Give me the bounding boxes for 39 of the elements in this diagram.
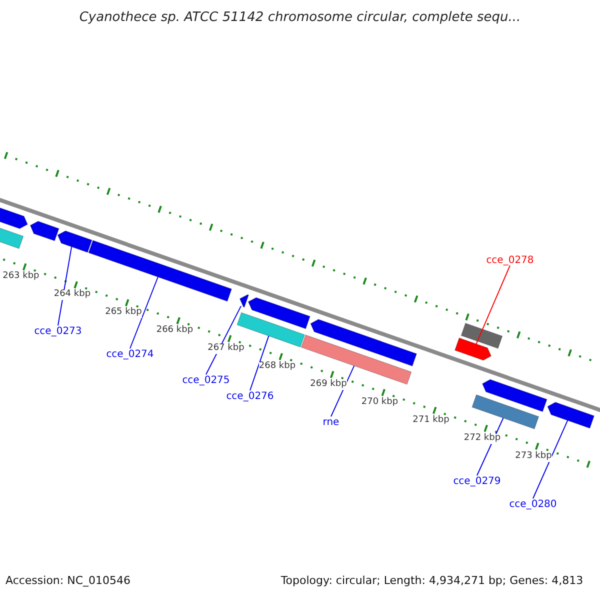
scale-label: 266 kbp [156,326,194,336]
gene-label: cce_0279 [453,476,501,486]
gene-feature [30,220,60,242]
gene-label: rne [322,416,340,428]
scale-label: 264 kbp [54,290,91,300]
scale-label: 273 kbp [515,452,552,462]
scale-label: 267 kbp [208,344,244,354]
accession-text: Accession: NC_010546 [5,574,131,588]
gene-feature [57,230,92,253]
scale-label: 263 kbp [2,272,40,282]
gene-label: cce_0278 [486,254,534,266]
gene-feature [454,338,492,361]
leader-line [330,365,355,417]
leader-line [130,276,158,349]
scale-label: 270 kbp [361,398,398,408]
gene-block [472,394,540,430]
leader-line [250,335,270,391]
scale-label: 269 kbp [310,380,347,390]
leader-line [58,246,72,326]
gene-label: cce_0275 [182,374,230,386]
scale-label: 272 kbp [464,434,501,444]
genome-stats-text: Topology: circular; Length: 4,934,271 bp; Genes: 4,813 [280,574,584,588]
scale-label: 268 kbp [258,362,296,372]
gene-label: cce_0276 [226,390,274,402]
scale-label: 265 kbp [105,308,142,318]
title: Cyanothece sp. ATCC 51142 chromosome circular, complete sequ... [79,10,521,26]
leader-line [476,265,510,344]
gene-feature [248,297,310,330]
gene-feature [239,294,250,308]
gene-block [88,240,232,302]
gene-feature [547,402,595,429]
leader-line [532,420,568,499]
gene-feature [310,319,418,366]
scale-label: 271 kbp [412,416,450,426]
gene-feature [482,379,548,412]
gene-label: cce_0273 [34,326,82,336]
gene-label: cce_0274 [106,348,154,360]
gene-block [460,322,503,349]
gene-label: cce_0280 [509,498,557,510]
